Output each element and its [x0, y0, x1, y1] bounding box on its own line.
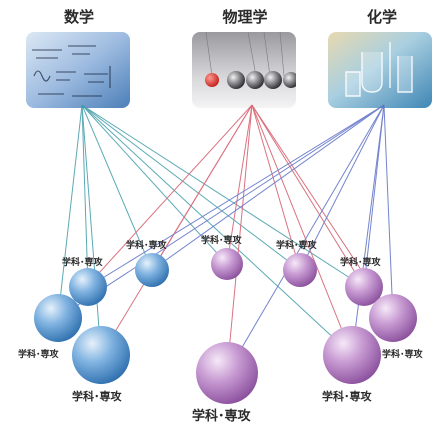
node-label-purple-6: 学科･専攻: [192, 409, 251, 424]
chemistry-glassware-image: [328, 32, 432, 108]
node-sphere-purple-3: [345, 268, 383, 306]
node-sphere-purple-5: [323, 326, 381, 384]
physics-cradle-image: [192, 32, 296, 108]
node-sphere-purple-2: [283, 253, 317, 287]
node-sphere-purple-6: [196, 342, 258, 404]
subject-heading-math: 数学: [63, 8, 94, 26]
node-sphere-purple-1: [211, 248, 243, 280]
node-sphere-blue-1: [69, 268, 107, 306]
node-sphere-blue-3: [34, 294, 82, 342]
node-sphere-blue-4: [72, 326, 130, 384]
node-label-blue-2: 学科･専攻: [126, 241, 167, 251]
node-label-purple-2: 学科･専攻: [276, 241, 317, 251]
node-sphere-purple-4: [369, 294, 417, 342]
node-sphere-blue-2: [135, 253, 169, 287]
node-label-purple-1: 学科･専攻: [201, 236, 242, 246]
chemistry-links: [57, 104, 394, 374]
subject-heading-chemistry: 化学: [366, 8, 397, 26]
node-label-blue-4: 学科･専攻: [72, 390, 122, 403]
node-label-blue-1: 学科･専攻: [62, 258, 103, 268]
subject-heading-physics: 物理学: [222, 8, 268, 26]
math-links: [57, 104, 365, 356]
math-formula-image: [26, 32, 130, 108]
node-label-purple-5: 学科･専攻: [322, 390, 372, 403]
node-label-purple-4: 学科･専攻: [382, 350, 423, 360]
node-label-blue-3: 学科･専攻: [18, 350, 59, 360]
node-label-purple-3: 学科･専攻: [340, 258, 381, 268]
